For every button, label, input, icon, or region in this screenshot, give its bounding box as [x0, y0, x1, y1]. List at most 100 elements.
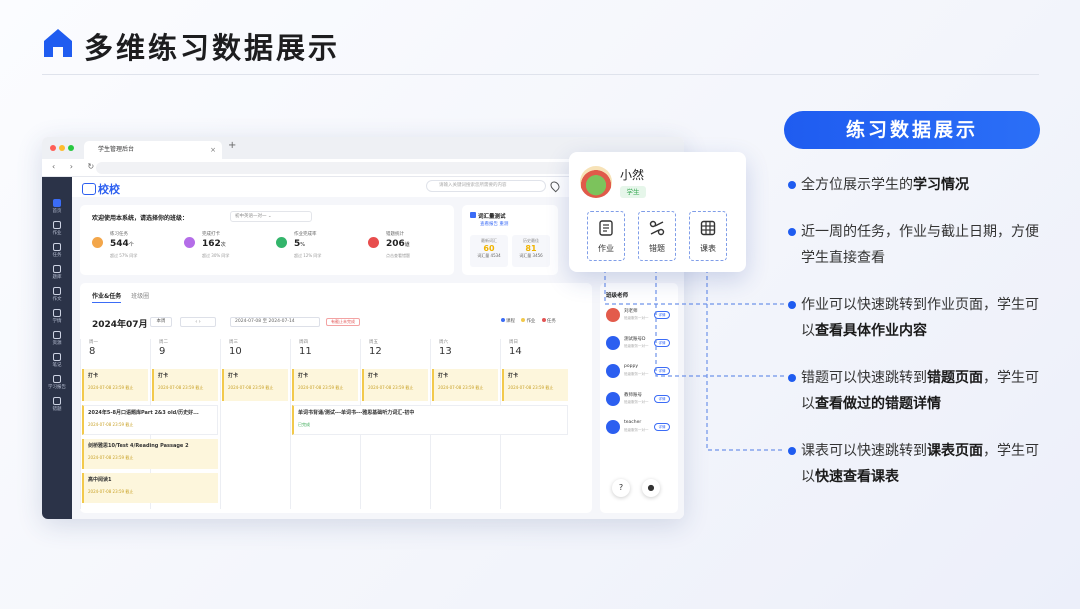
sidebar-item-notes[interactable]: 笔记	[42, 353, 72, 368]
this-week-button[interactable]: 本周	[150, 317, 172, 327]
new-tab-icon[interactable]: +	[228, 140, 237, 151]
week-arrows[interactable]: ‹ ›	[180, 317, 216, 327]
report-icon	[53, 375, 61, 383]
avatar	[606, 308, 620, 322]
sidebar-item-learning[interactable]: 学情	[42, 309, 72, 324]
stat-mistakes[interactable]: 错题统计 206道 点击查看错题	[368, 231, 454, 267]
bullet-text-4: 错题可以快速跳转到错题页面，学生可以查看做过的错题详情	[801, 370, 1039, 412]
teacher-detail-button[interactable]: 详情	[654, 311, 670, 319]
bullet-text-1: 全方位展示学生的学习情况	[801, 177, 969, 193]
date-range-input[interactable]: 2024-07-08 至 2024-07-14	[230, 317, 320, 327]
sidebar-item-resources[interactable]: 资源	[42, 331, 72, 346]
mistakes-button[interactable]: 错题	[638, 211, 676, 261]
app-logo: 校校	[82, 181, 120, 197]
calendar-event[interactable]: 单词书背诵/测试---单词书---雅思基础听力词汇-初中已完成	[292, 405, 568, 435]
pin-button[interactable]: ●	[642, 479, 660, 497]
student-profile-card: 小然 学生 作业 错题 课表	[569, 152, 746, 272]
homework-icon	[53, 221, 61, 229]
nav-buttons-icon[interactable]: ‹ › ↻ ⌂	[52, 162, 120, 171]
tab-tasks[interactable]: 作业&任务	[92, 293, 122, 303]
location-icon[interactable]	[548, 179, 562, 193]
home-icon	[53, 199, 61, 207]
welcome-card: 欢迎使用本系统，请选择你的班级： 初中英语一对一 ⌄ 练习任务 544个 超过 …	[80, 205, 454, 275]
bullet-icon	[788, 228, 796, 236]
stat-completion[interactable]: 作业完成率 5% 超过 12% 同学	[276, 231, 362, 267]
help-button[interactable]: ?	[612, 479, 630, 497]
welcome-text: 欢迎使用本系统，请选择你的班级：	[92, 215, 189, 222]
tab-close-icon[interactable]: ×	[210, 146, 216, 154]
stat-checkin[interactable]: 完成打卡 162次 超过 30% 同学	[184, 231, 270, 267]
role-badge: 学生	[620, 186, 646, 198]
document-icon	[599, 220, 613, 236]
sidebar-item-homework[interactable]: 作业	[42, 221, 72, 236]
bullet-icon	[788, 447, 796, 455]
bank-icon	[53, 265, 61, 273]
stat-practice[interactable]: 练习任务 544个 超过 57% 同学	[92, 231, 178, 267]
timetable-button[interactable]: 课表	[689, 211, 727, 261]
student-name: 小然	[620, 168, 645, 182]
vocab-links[interactable]: 查看报告 重测	[480, 222, 509, 227]
header-divider	[42, 74, 1039, 75]
teacher-row: 刘老师班级服务一对一详情	[606, 305, 676, 327]
scissors-icon	[53, 397, 61, 405]
sidebar-item-mistakes[interactable]: 错题	[42, 397, 72, 412]
page-title: 多维练习数据展示	[84, 31, 341, 65]
sidebar-item-home[interactable]: 首页	[42, 199, 72, 214]
home-icon	[44, 29, 72, 57]
section-pill: 练习数据展示	[784, 111, 1040, 149]
tasks-card: 作业&任务 班级圈 2024年07月 本周 ‹ › 2024-07-08 至 2…	[80, 283, 592, 513]
maximize-dot-icon[interactable]	[68, 145, 74, 151]
mistake-icon	[368, 237, 379, 248]
avatar	[606, 420, 620, 434]
teacher-row: 教师账号班级服务一对一详情	[606, 389, 676, 411]
sidebar-item-bank[interactable]: 题库	[42, 265, 72, 280]
sidebar-item-report[interactable]: 学习报告	[42, 375, 72, 390]
homework-button[interactable]: 作业	[587, 211, 625, 261]
search-input[interactable]: 请输入关键词搜索您所需要的内容	[426, 180, 546, 192]
avatar	[606, 336, 620, 350]
calendar-event[interactable]: 2024年5-8月口语题库Part 2&3 old/历史好...2024-07-…	[82, 405, 218, 435]
sidebar-item-essay[interactable]: 作文	[42, 287, 72, 302]
bullet-icon	[788, 301, 796, 309]
vocab-icon	[470, 212, 476, 218]
teacher-detail-button[interactable]: 详情	[654, 423, 670, 431]
overdue-badge[interactable]: 有截止未完成	[326, 318, 360, 326]
close-dot-icon[interactable]	[50, 145, 56, 151]
minimize-dot-icon[interactable]	[59, 145, 65, 151]
app-sidebar: 首页 作业 任务 题库 作文 学情 资源 笔记 学习报告 错题	[42, 177, 72, 519]
class-select[interactable]: 初中英语一对一 ⌄	[230, 211, 312, 222]
checkin-icon	[184, 237, 195, 248]
teacher-detail-button[interactable]: 详情	[654, 339, 670, 347]
practice-icon	[92, 237, 103, 248]
learning-icon	[53, 309, 61, 317]
tab-class-circle[interactable]: 班级圈	[131, 293, 150, 300]
calendar-month: 2024年07月	[92, 320, 148, 330]
teacher-detail-button[interactable]: 详情	[654, 367, 670, 375]
sidebar-item-task[interactable]: 任务	[42, 243, 72, 258]
bullet-icon	[788, 374, 796, 382]
browser-tab[interactable]: 学生管理后台 ×	[84, 141, 222, 159]
task-icon	[53, 243, 61, 251]
bullet-icon	[788, 181, 796, 189]
browser-urlbar: ‹ › ↻ ⌂	[42, 159, 684, 177]
folder-icon	[53, 331, 61, 339]
address-input[interactable]	[96, 162, 666, 174]
teacher-detail-button[interactable]: 详情	[654, 395, 670, 403]
